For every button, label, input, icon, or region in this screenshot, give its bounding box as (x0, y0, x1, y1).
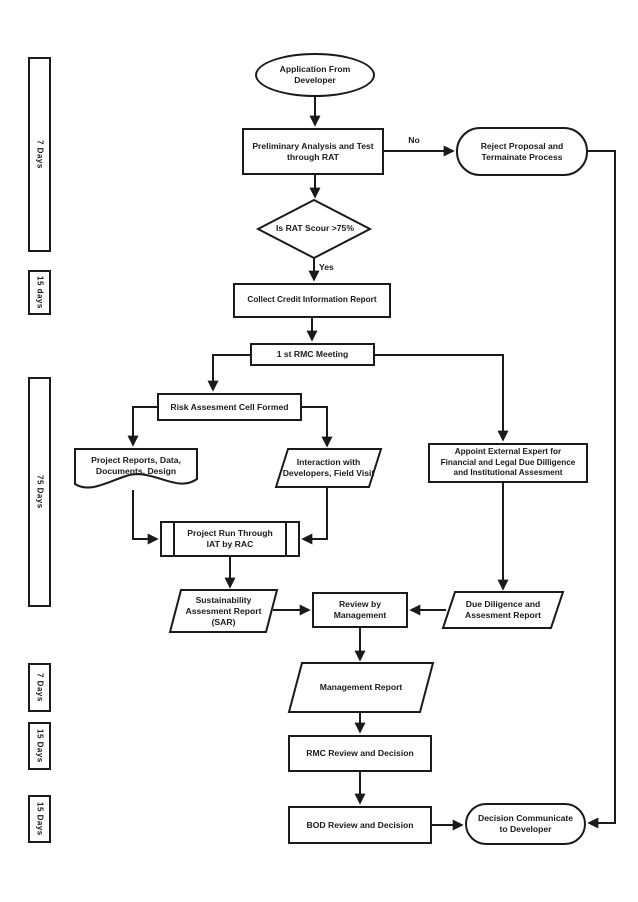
managementreport-parallelogram (287, 662, 435, 713)
predefined-process-bar-left (173, 522, 175, 556)
node-preliminary-analysis: Preliminary Analysis and Test through RA… (242, 128, 384, 175)
node-project-run-iat: Project Run Through IAT by RAC (160, 521, 300, 557)
node-reject-proposal: Reject Proposal and Termainate Process (456, 127, 588, 176)
edge-reject-to-decision (587, 150, 616, 829)
node-application-from-developer: Application From Developer (255, 53, 375, 97)
duediligence-parallelogram (441, 591, 565, 629)
timeline-bar-75-days: 75 Days (28, 377, 51, 607)
edge-documents-to-iat (132, 490, 159, 545)
label-rat-score-decision: Is RAT Scour >75% (276, 223, 354, 233)
timeline-bar-label: 75 Days (35, 475, 45, 509)
node-decision-communicate: Decision Communicate to Developer (465, 803, 586, 845)
predefined-process-bar-right (285, 522, 287, 556)
timeline-bar-15-days-3: 15 Days (28, 795, 51, 843)
node-first-rmc-meeting: 1 st RMC Meeting (250, 343, 375, 366)
label-project-reports-document: Project Reports, Data, Documents, Design (91, 455, 181, 476)
node-rmc-review-decision: RMC Review and Decision (288, 735, 432, 772)
node-collect-credit-report: Collect Credit Information Report (233, 283, 391, 318)
interaction-parallelogram (274, 448, 383, 488)
timeline-bar-15-days: 15 days (28, 270, 51, 315)
node-review-by-management: Review by Management (312, 592, 408, 628)
decision-diamond (255, 198, 373, 260)
edge-rmc-to-appoint (375, 354, 509, 442)
timeline-bar-label: 15 Days (35, 729, 45, 763)
timeline-bar-7-days-2: 7 Days (28, 663, 51, 712)
timeline-bar-label: 7 Days (35, 140, 45, 169)
label-management-report: Management Report (319, 682, 403, 692)
edge-riskcell-to-interaction (302, 406, 333, 448)
edge-riskcell-to-documents (127, 406, 157, 447)
node-label: Project Run Through IAT by RAC (187, 528, 273, 549)
timeline-bar-label: 15 days (35, 276, 45, 309)
label-interaction-developers: Interaction with Developers, Field Visit (282, 457, 375, 478)
node-risk-assesment-cell: Risk Assesment Cell Formed (157, 393, 302, 421)
label-due-diligence-report: Due Diligence and Assesment Report (465, 599, 541, 620)
edge-label-yes: Yes (319, 261, 334, 272)
timeline-bar-label: 7 Days (35, 673, 45, 702)
sar-parallelogram (168, 589, 279, 633)
edge-label-no: No (408, 134, 420, 145)
node-bod-review-decision: BOD Review and Decision (288, 806, 432, 844)
timeline-bar-15-days-2: 15 Days (28, 722, 51, 770)
document-shape (74, 448, 198, 489)
edge-interaction-to-iat (301, 487, 328, 545)
edge-rmc-to-riskcell (207, 354, 250, 392)
timeline-bar-label: 15 Days (35, 802, 45, 836)
node-appoint-external-expert: Appoint External Expert for Financial an… (428, 443, 588, 483)
label-sustainability-report: Sustainability Assesment Report (SAR) (185, 594, 262, 627)
timeline-bar-7-days: 7 Days (28, 57, 51, 252)
